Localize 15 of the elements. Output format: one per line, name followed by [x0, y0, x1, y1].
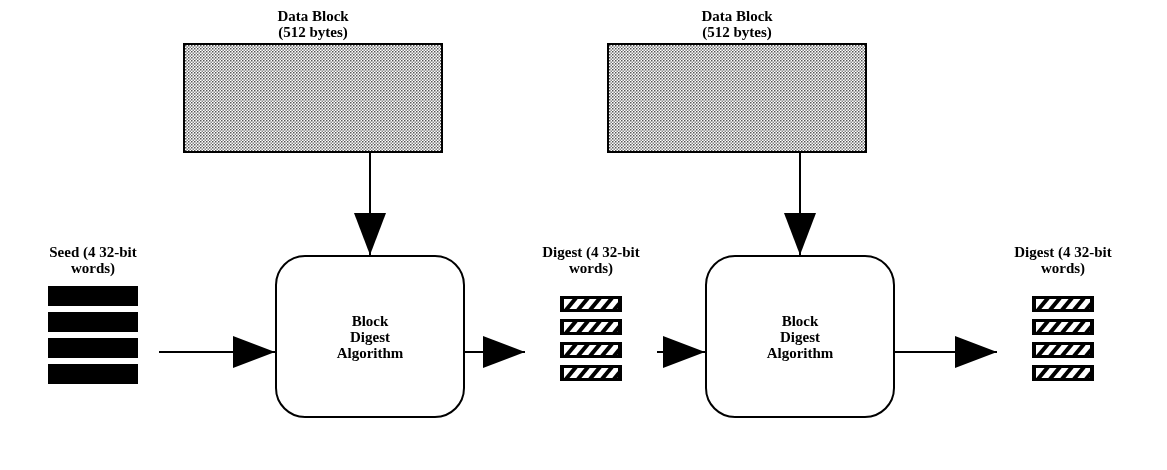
- block-label: Seed (4 32-bit words): [48, 244, 138, 276]
- arrow: [354, 152, 386, 256]
- arrow: [158, 336, 276, 368]
- block-label: Digest (4 32-bit words): [1013, 244, 1113, 276]
- process-box: [275, 255, 465, 418]
- block-label: Block Digest Algorithm: [335, 312, 405, 361]
- arrow: [656, 336, 706, 368]
- arrow: [894, 336, 998, 368]
- arrow: [464, 336, 526, 368]
- block-label: Digest (4 32-bit words): [541, 244, 641, 276]
- block-label: Data Block (512 bytes): [700, 8, 774, 40]
- block-label: Block Digest Algorithm: [765, 312, 835, 361]
- arrow: [784, 152, 816, 256]
- block-label: Data Block (512 bytes): [276, 8, 350, 40]
- process-box: [705, 255, 895, 418]
